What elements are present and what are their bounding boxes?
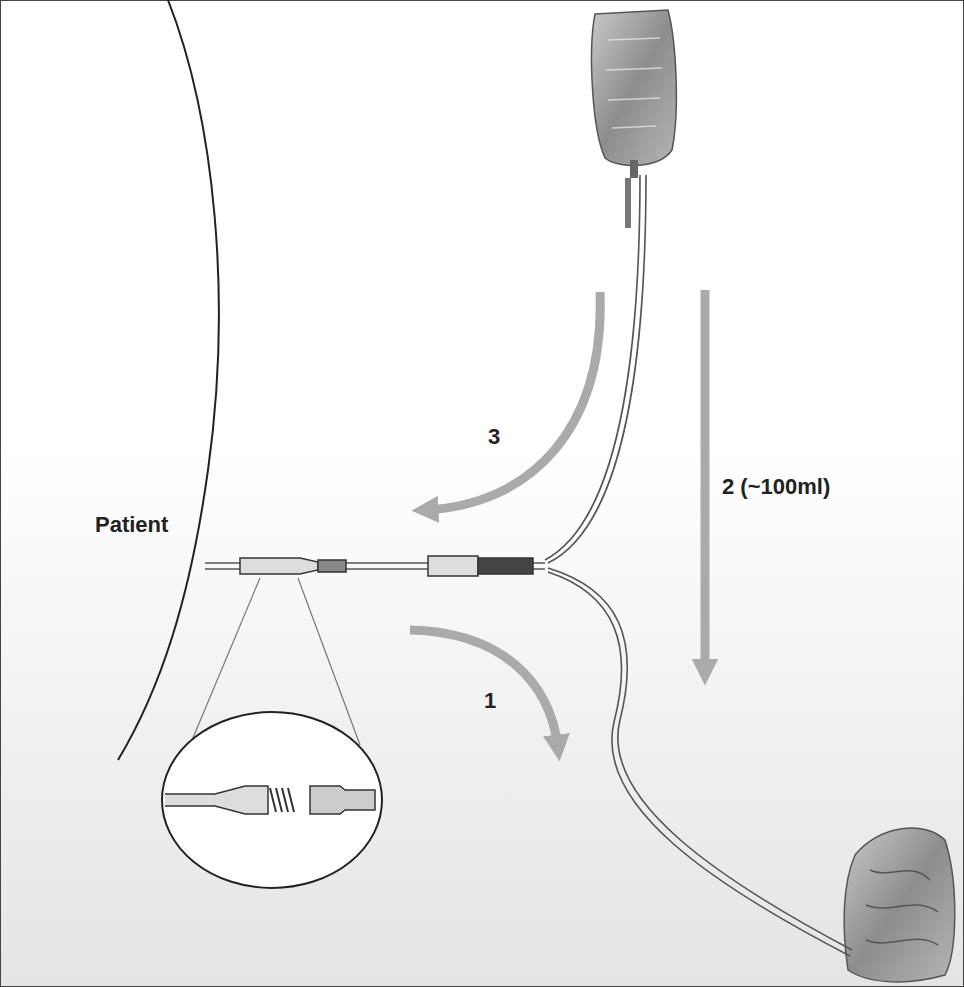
patient-label: Patient bbox=[95, 512, 168, 538]
fill-bag bbox=[592, 10, 677, 228]
drain-bag bbox=[844, 828, 955, 982]
connector-inset bbox=[162, 578, 382, 888]
callout-number: 2 (~100ml) bbox=[722, 474, 830, 500]
callout-number: 3 bbox=[488, 424, 500, 450]
body-outline bbox=[118, 0, 219, 760]
tube-connectors bbox=[240, 556, 533, 576]
flow-arrows bbox=[410, 290, 705, 748]
callout-number: 1 bbox=[484, 688, 496, 714]
